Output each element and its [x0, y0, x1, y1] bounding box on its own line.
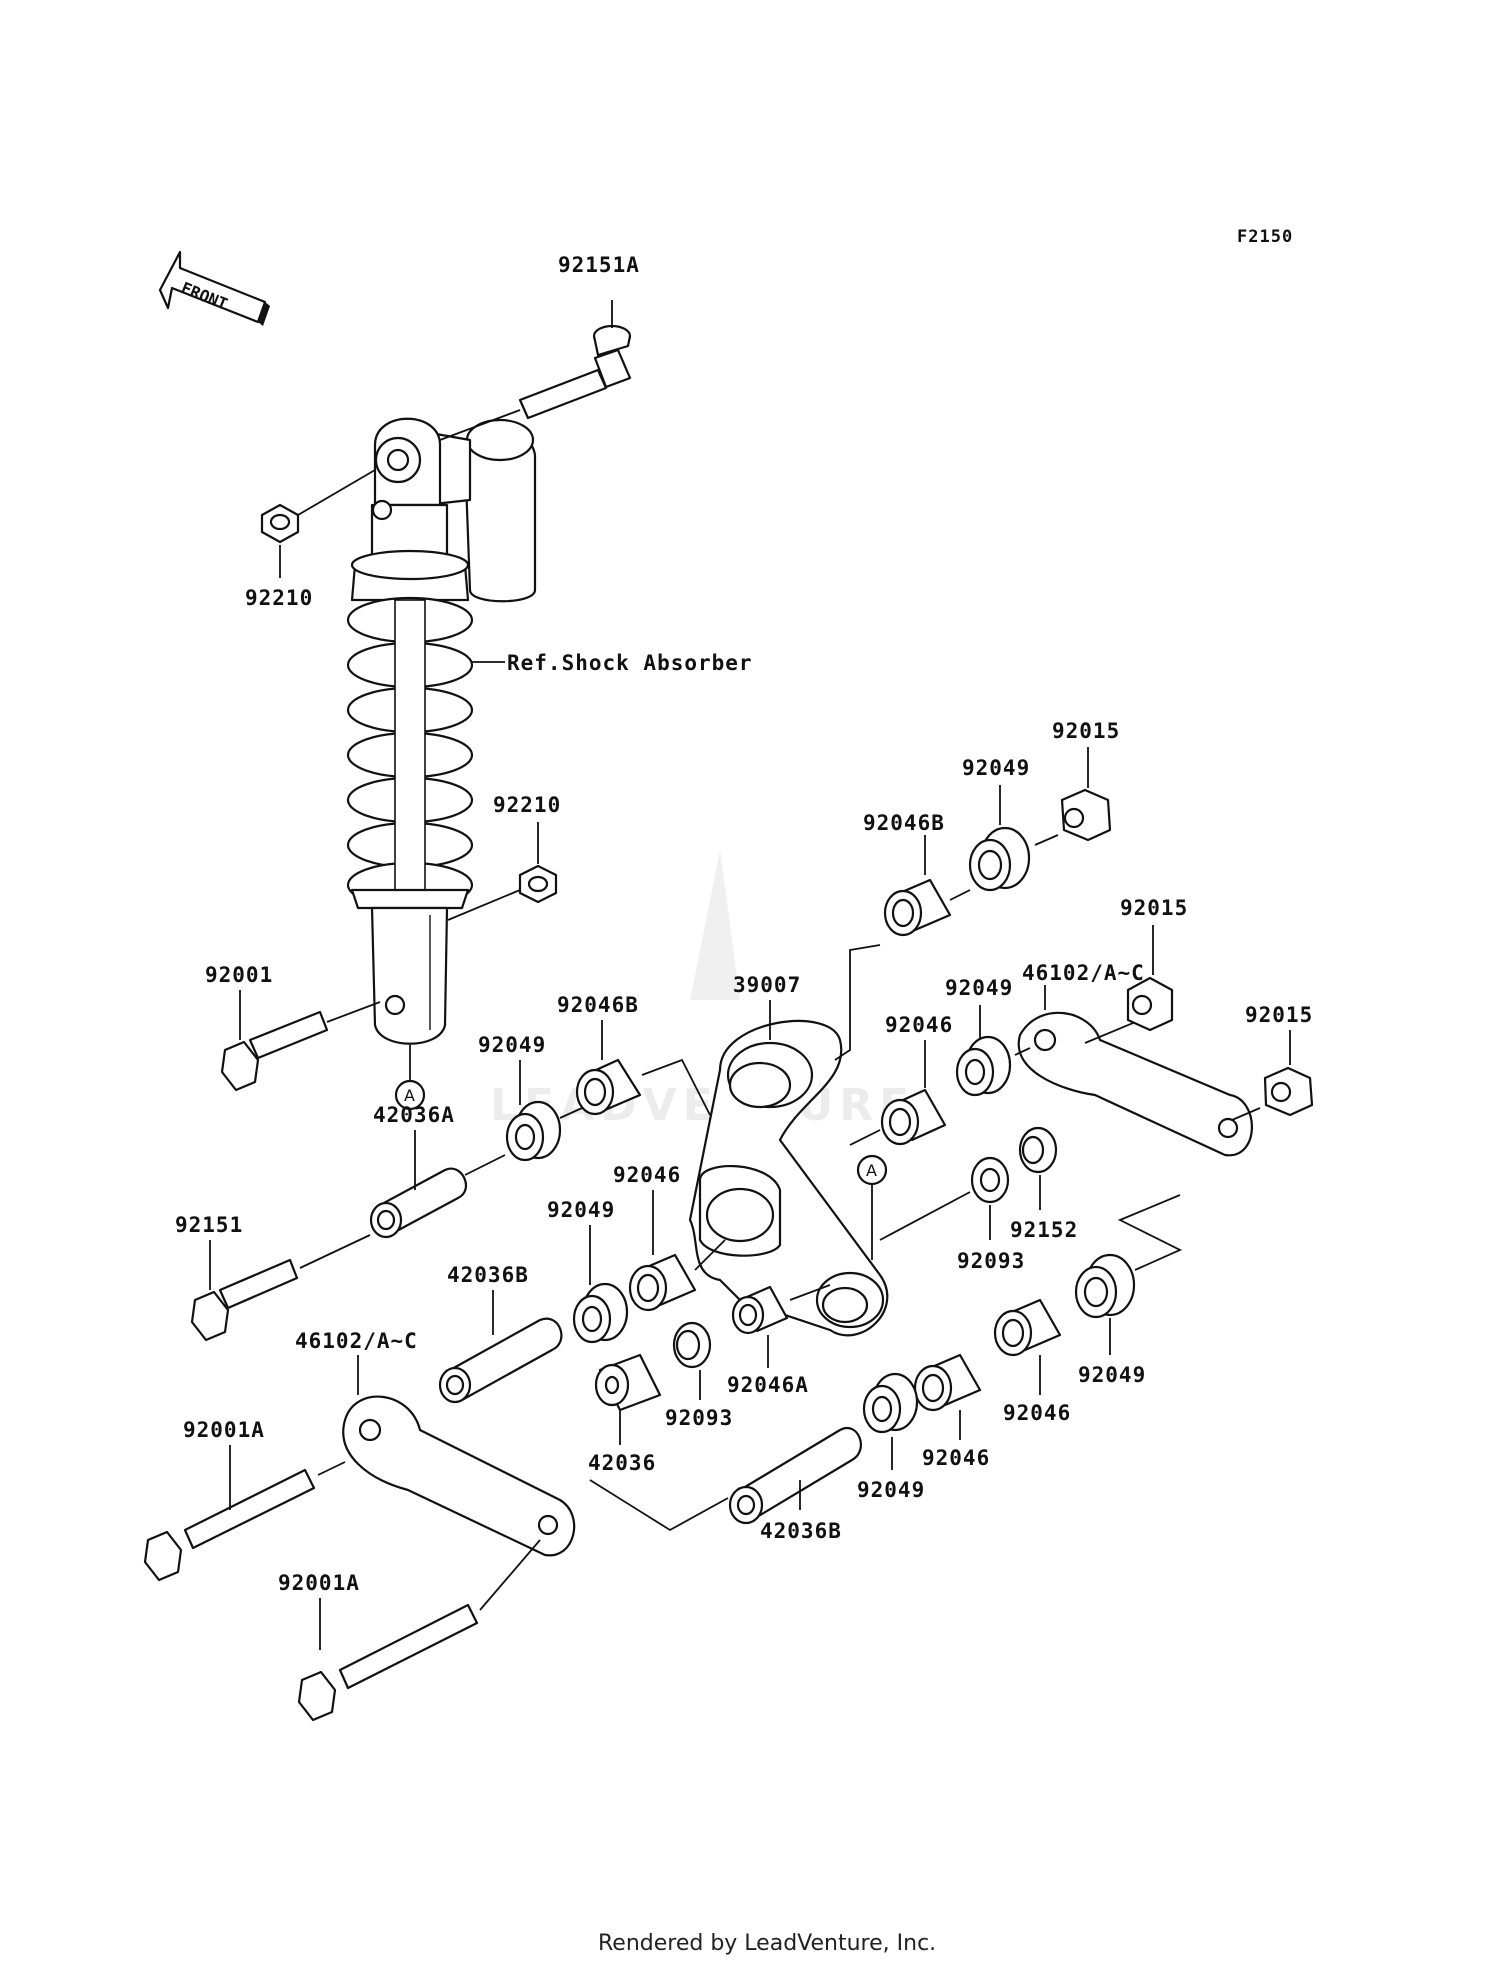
- label-92001: 92001: [205, 963, 273, 987]
- label-92210-bottom: 92210: [493, 793, 561, 817]
- watermark: LEADVENTURE: [490, 850, 909, 1131]
- label-92001a-upper: 92001A: [183, 1418, 265, 1442]
- label-92046b-left: 92046B: [557, 993, 639, 1017]
- label-92015-upper-right: 92015: [1052, 719, 1120, 743]
- label-42036a: 42036A: [373, 1103, 455, 1127]
- label-92046-rocker-left: 92046: [613, 1163, 681, 1187]
- label-92151: 92151: [175, 1213, 243, 1237]
- seal-92049-upper-right: [968, 785, 1059, 892]
- seal-92049-left: [505, 1060, 583, 1162]
- cap-92152: [1018, 1126, 1058, 1210]
- label-42036: 42036: [588, 1451, 656, 1475]
- label-92049-upper-right: 92049: [962, 756, 1030, 780]
- front-arrow-icon: FRONT: [158, 250, 270, 326]
- bearing-92046-lower-right: [993, 1298, 1062, 1395]
- label-92049-rocker-left: 92049: [547, 1198, 615, 1222]
- label-42036b-left: 42036B: [447, 1263, 529, 1287]
- point-a-rocker: A: [866, 1161, 877, 1180]
- nut-92015-upper-right: [1060, 747, 1112, 842]
- label-92046a: 92046A: [727, 1373, 809, 1397]
- bolt-92151: [190, 1234, 371, 1342]
- label-92046-lower-mid: 92046: [922, 1446, 990, 1470]
- label-92046-right: 92046: [885, 1013, 953, 1037]
- label-42036b-lower: 42036B: [760, 1519, 842, 1543]
- seal-92049-lower-right: [1074, 1194, 1183, 1355]
- bearing-92046a: [731, 1284, 831, 1368]
- point-a-shock: A: [404, 1086, 415, 1105]
- label-92049-lower-right: 92049: [1078, 1363, 1146, 1387]
- label-92049-left: 92049: [478, 1033, 546, 1057]
- nut-92015-far-right: [1231, 1030, 1314, 1121]
- bearing-92046-right: [849, 1040, 947, 1146]
- label-92049-right-mid: 92049: [945, 976, 1013, 1000]
- nut-92210-top: [260, 469, 376, 578]
- label-92093-left: 92093: [665, 1406, 733, 1430]
- shock-absorber: [346, 417, 537, 1045]
- label-92046b-upper: 92046B: [863, 811, 945, 835]
- collar-42036: [594, 1353, 662, 1445]
- collar-92046b-left: [575, 1020, 711, 1116]
- label-92001a-lower: 92001A: [278, 1571, 360, 1595]
- label-46102-left: 46102/A~C: [295, 1329, 418, 1353]
- label-92046-lower-right: 92046: [1003, 1401, 1071, 1425]
- figure-code: F2150: [1237, 227, 1293, 247]
- bolt-92001: [220, 990, 381, 1092]
- nut-92210-bottom: [447, 822, 558, 921]
- washer-92093-right: [879, 1156, 1010, 1241]
- nut-92015-mid: [1126, 925, 1174, 1032]
- label-92015-far-right: 92015: [1245, 1003, 1313, 1027]
- seal-92049-rocker-left: [572, 1225, 629, 1344]
- bearing-92046-rocker-left: [628, 1190, 726, 1312]
- bearing-92046-lower-mid: [913, 1353, 982, 1440]
- seal-92049-right-mid: [955, 1005, 1031, 1097]
- bolt-92001a-upper: [143, 1445, 346, 1582]
- label-92093-right: 92093: [957, 1249, 1025, 1273]
- label-39007: 39007: [733, 973, 801, 997]
- label-46102-right: 46102/A~C: [1022, 961, 1145, 985]
- sleeve-42036b-lower: [589, 1426, 862, 1532]
- spring: [346, 596, 474, 909]
- bolt-92001a-lower: [297, 1539, 541, 1722]
- label-92151a: 92151A: [558, 253, 640, 277]
- washer-92093-left: [672, 1321, 712, 1400]
- seal-92049-lower-mid: [862, 1372, 919, 1470]
- bolt-92151a: [439, 300, 632, 441]
- footer-rendered-by: Rendered by LeadVenture, Inc.: [598, 1931, 936, 1956]
- sleeve-42036a: [369, 1130, 506, 1239]
- label-92210-top: 92210: [245, 586, 313, 610]
- sleeve-42036b-left: [438, 1290, 563, 1404]
- label-92015-mid: 92015: [1120, 896, 1188, 920]
- ref-shock-absorber: Ref.Shock Absorber: [507, 651, 753, 675]
- rocker-arm-39007: [688, 1000, 889, 1337]
- link-46102-left: [342, 1355, 576, 1557]
- label-92049-lower-mid: 92049: [857, 1478, 925, 1502]
- label-92152: 92152: [1010, 1218, 1078, 1242]
- collar-92046b-upper: [834, 835, 971, 1061]
